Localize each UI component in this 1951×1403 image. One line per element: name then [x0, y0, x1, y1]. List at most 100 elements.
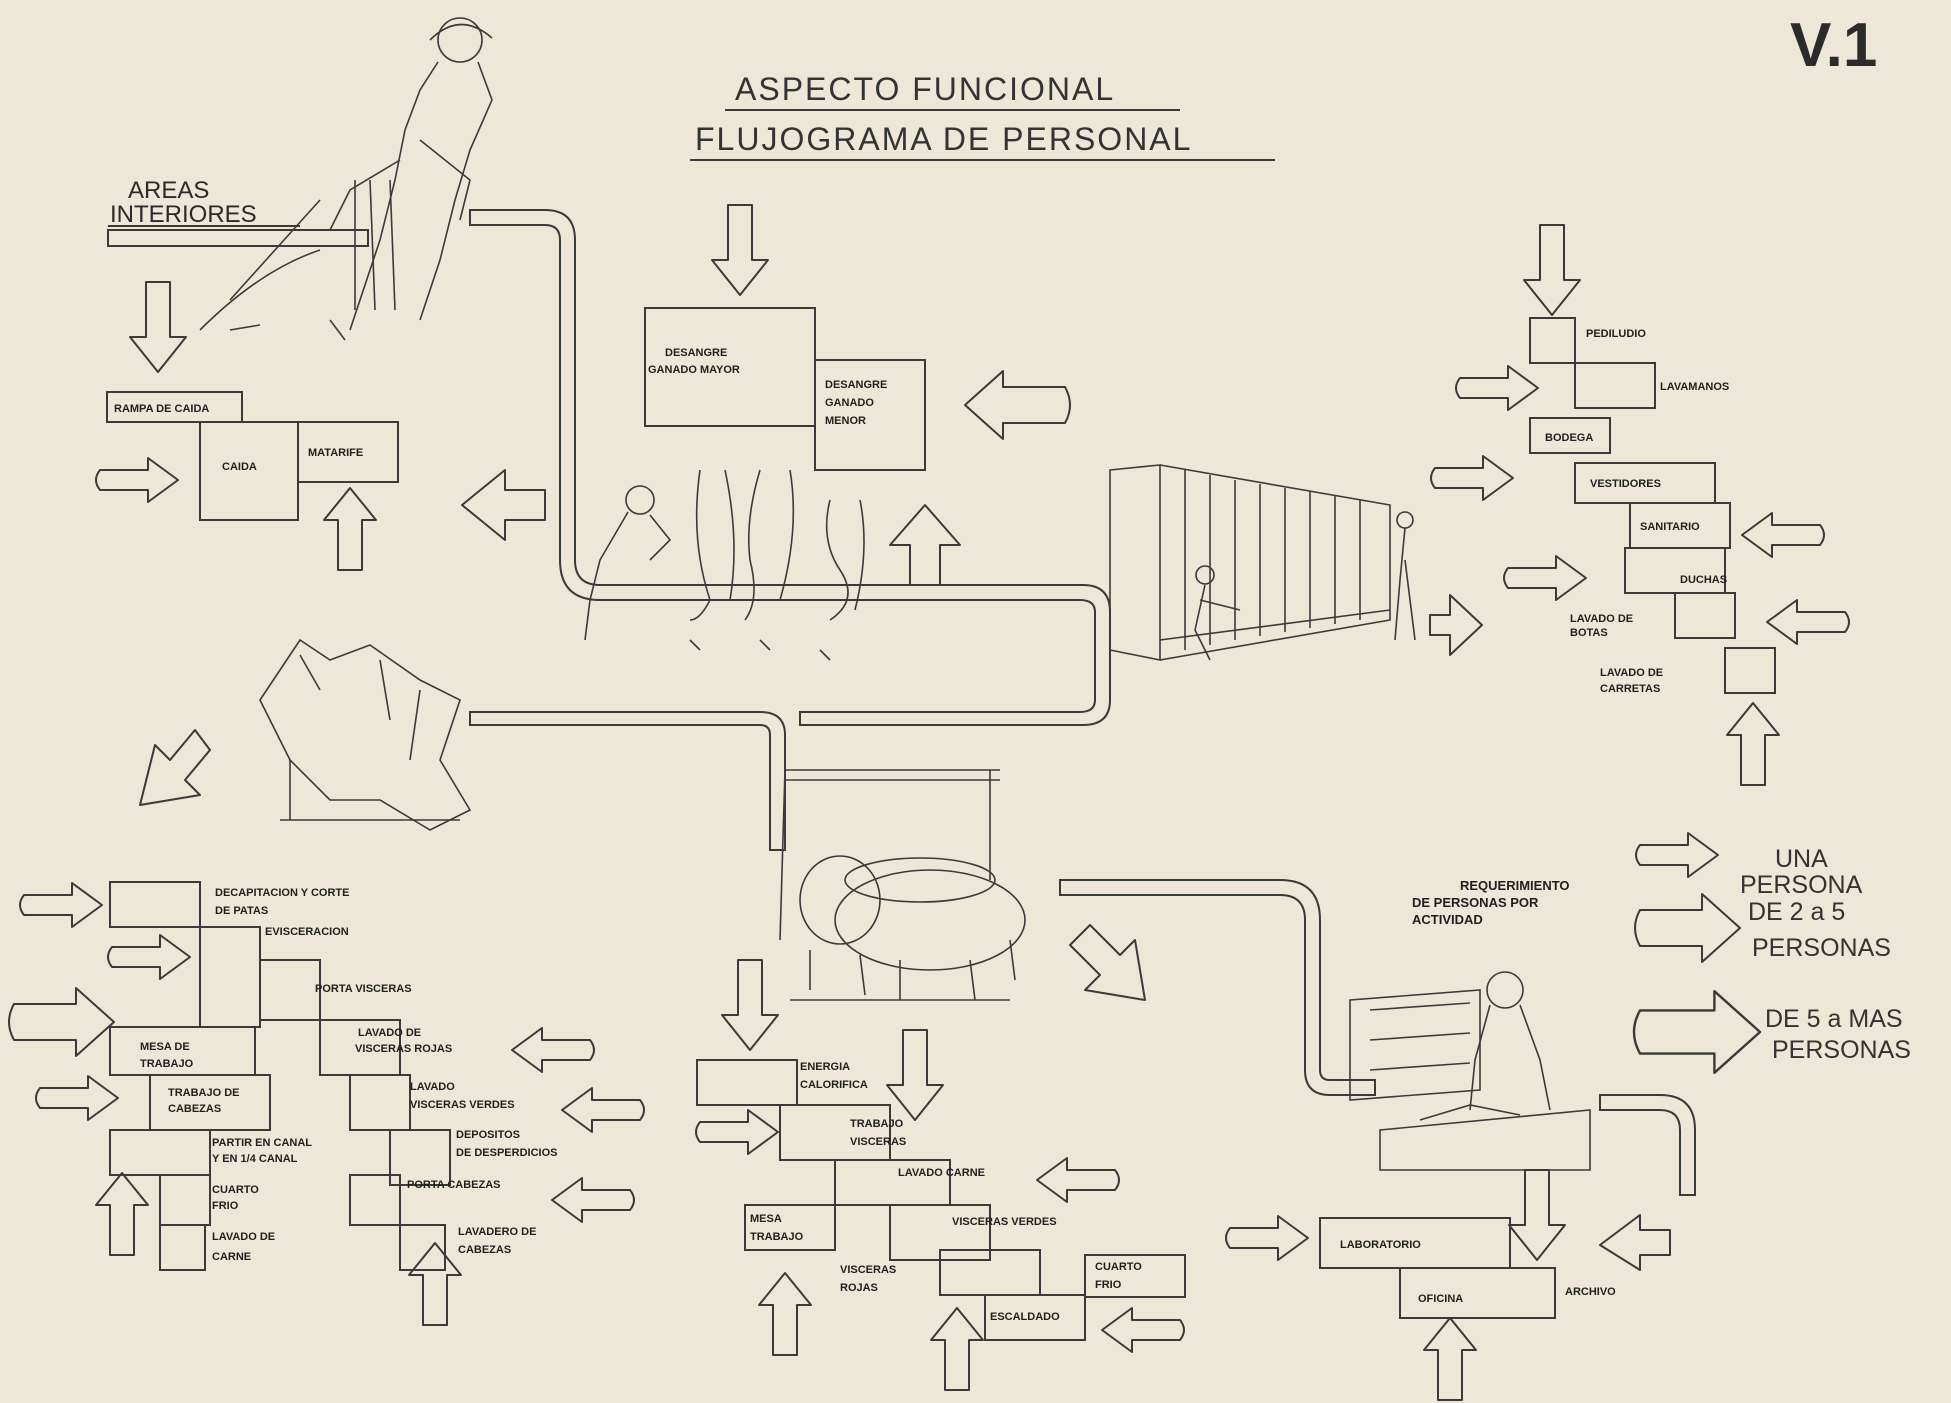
box-lavado-carretas — [1725, 648, 1775, 693]
label-evisceracion: EVISCERACION — [265, 926, 349, 938]
label-lavadero-cab-2: CABEZAS — [458, 1244, 511, 1256]
legend-title-1: REQUERIMIENTO — [1460, 878, 1570, 893]
label-trabajo-cab-2: CABEZAS — [168, 1103, 221, 1115]
title-line-2: FLUJOGRAMA DE PERSONAL — [695, 121, 1192, 157]
sketch-office-illustration — [1350, 972, 1590, 1170]
box-decapitacion — [110, 882, 200, 927]
corridor-arrow-right — [1430, 595, 1482, 655]
arrow-out-mesa-trabajo — [759, 1273, 811, 1355]
legend-title-3: ACTIVIDAD — [1412, 912, 1483, 927]
label-pediludio: PEDILUDIO — [1586, 328, 1646, 340]
label-decap-2: DE PATAS — [215, 905, 268, 917]
corridor-arrow-left — [462, 470, 545, 540]
legend-una-1: UNA — [1775, 845, 1828, 873]
group-visceras: ENERGIA CALORIFICA TRABAJO VISCERAS LAVA… — [696, 960, 1185, 1390]
arrow-in-rampa — [130, 282, 186, 372]
label-rampa: RAMPA DE CAIDA — [114, 403, 209, 415]
box-lavado-carne — [160, 1225, 205, 1270]
label-mesa-trabajo-1: MESA — [750, 1213, 782, 1225]
areas-label-1: AREAS — [128, 177, 209, 204]
label-lavado-botas-2: BOTAS — [1570, 627, 1608, 639]
legend-una-2: PERSONA — [1740, 871, 1863, 899]
label-cuarto-frio-2: FRIO — [212, 1200, 239, 1212]
box-partir-canal — [110, 1130, 210, 1175]
label-partir-1: PARTIR EN CANAL — [212, 1137, 312, 1149]
sketch-lockers-illustration — [1110, 465, 1415, 660]
label-oficina: OFICINA — [1418, 1293, 1463, 1305]
label-lavado-carne-2: CARNE — [212, 1251, 251, 1263]
sketch-bleeding-illustration — [585, 470, 864, 660]
label-lavado-carretas-1: LAVADO DE — [1600, 667, 1663, 679]
corridor-arrow-down-right — [1070, 925, 1145, 1000]
sheet-code: V.1 — [1790, 11, 1877, 80]
label-energia-2: CALORIFICA — [800, 1079, 868, 1091]
legend-dos-2: PERSONAS — [1752, 934, 1891, 962]
label-desangre-mayor-2: GANADO MAYOR — [648, 364, 740, 376]
label-lavado-carne-mid: LAVADO CARNE — [898, 1167, 985, 1179]
legend: REQUERIMIENTO DE PERSONAS POR ACTIVIDAD … — [1412, 833, 1911, 1073]
box-lavado-botas — [1675, 593, 1735, 638]
arrow-in-energia — [722, 960, 778, 1050]
group-caida: RAMPA DE CAIDA CAIDA MATARIFE — [96, 282, 398, 570]
label-desangre-menor-3: MENOR — [825, 415, 866, 427]
flow-pipe-top — [470, 210, 1110, 725]
label-energia-1: ENERGIA — [800, 1061, 850, 1073]
box-pediludio — [1530, 318, 1575, 363]
arrow-in-escaldado — [1102, 1308, 1184, 1352]
arrow-in-lavado-botas — [1767, 600, 1849, 644]
arrow-in-evisceracion — [108, 935, 190, 979]
arrow-in-sanitario — [1742, 513, 1824, 557]
box-energia — [697, 1060, 797, 1105]
label-cuarto-frio-mid-2: FRIO — [1095, 1279, 1122, 1291]
legend-arrow-one — [1636, 833, 1718, 877]
title-line-1: ASPECTO FUNCIONAL — [735, 71, 1115, 107]
arrow-out-matarife — [324, 488, 376, 570]
box-cuarto-frio — [160, 1175, 210, 1225]
label-visceras-verdes: VISCERAS VERDES — [952, 1216, 1057, 1228]
label-matarife: MATARIFE — [308, 447, 363, 459]
legend-title-2: DE PERSONAS POR — [1412, 895, 1539, 910]
label-laboratorio: LABORATORIO — [1340, 1239, 1421, 1251]
flow-pipe-right — [1060, 880, 1375, 1095]
label-lavado-botas-1: LAVADO DE — [1570, 613, 1633, 625]
label-mesa-2: TRABAJO — [140, 1058, 194, 1070]
flow-pipe-center — [470, 712, 785, 850]
box-lavamanos — [1575, 363, 1655, 408]
label-trabajo-visc-1: TRABAJO — [850, 1118, 904, 1130]
arrow-in-trabajo-cabezas — [36, 1076, 118, 1120]
arrow-in-oficina — [1509, 1170, 1565, 1260]
label-porta-visceras: PORTA VISCERAS — [315, 983, 412, 995]
label-mesa-trabajo-2: TRABAJO — [750, 1231, 804, 1243]
label-trabajo-visc-2: VISCERAS — [850, 1136, 906, 1148]
corridor-arrow-up — [890, 505, 960, 585]
arrow-in-lavado-rojas — [512, 1028, 594, 1072]
arrow-out-carretas — [1727, 703, 1779, 785]
label-bodega: BODEGA — [1545, 432, 1593, 444]
arrow-in-trabajo-visceras — [887, 1030, 943, 1120]
box-lavado-visceras-verdes — [350, 1075, 410, 1130]
areas-bar — [108, 230, 368, 246]
label-sanitario: SANITARIO — [1640, 521, 1700, 533]
legend-cinco-2: PERSONAS — [1772, 1036, 1911, 1064]
box-evisceracion — [200, 927, 260, 1027]
arrow-in-lavado-carne-mid — [1037, 1158, 1119, 1202]
flow-pipe-office — [1600, 1095, 1695, 1195]
arrow-out-cuarto-frio — [96, 1173, 148, 1255]
arrow-in-trabajo-visc-left — [696, 1110, 778, 1154]
areas-label-2: INTERIORES — [110, 201, 257, 228]
arrow-in-decapitacion — [20, 883, 102, 927]
sketch-pigs-illustration — [780, 770, 1025, 1000]
arrow-in-caida — [96, 458, 178, 502]
group-carcass-processing: DECAPITACION Y CORTE DE PATAS EVISCERACI… — [9, 882, 644, 1325]
label-porta-cabezas: PORTA CABEZAS — [407, 1179, 501, 1191]
sketch-worker-illustration — [200, 18, 492, 340]
arrow-in-duchas — [1504, 556, 1586, 600]
arrow-in-pediludio — [1524, 225, 1580, 315]
label-visceras-rojas-2: ROJAS — [840, 1282, 878, 1294]
arrow-in-mesa — [9, 988, 114, 1056]
label-lavadero-cab-1: LAVADERO DE — [458, 1226, 536, 1238]
label-decap-1: DECAPITACION Y CORTE — [215, 887, 349, 899]
label-archivo: ARCHIVO — [1565, 1286, 1616, 1298]
